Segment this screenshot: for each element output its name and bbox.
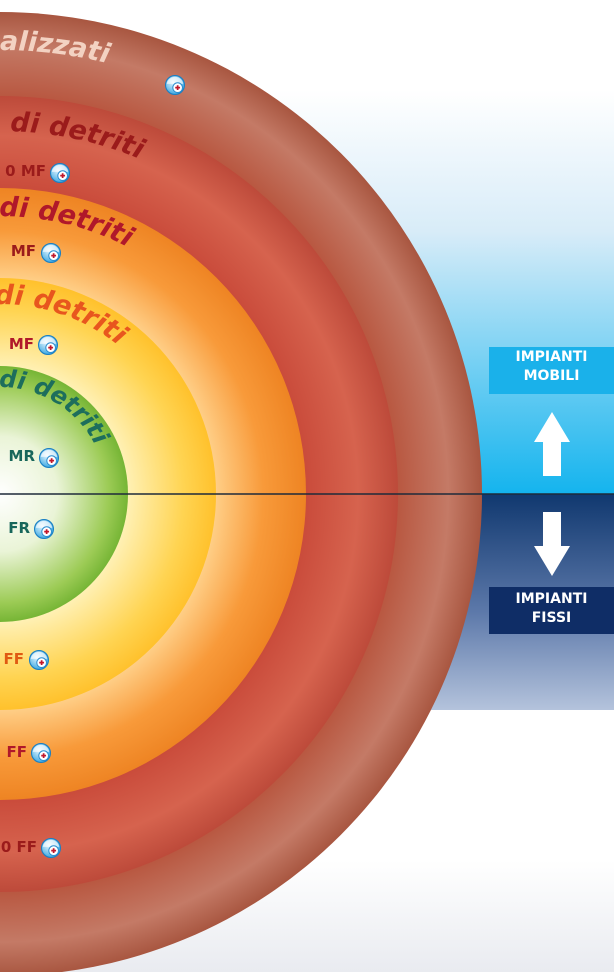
ring-3-bottom-item: FF (7, 743, 28, 761)
ring-1-plus-badge-icon[interactable] (164, 74, 186, 96)
ring-2-top-plus-badge-icon[interactable] (49, 162, 71, 184)
ring-3-bottom-plus-badge-icon[interactable] (30, 742, 52, 764)
impianti-fissi-label: IMPIANTI FISSI (489, 587, 614, 634)
ring-4-top-plus-badge-icon[interactable] (37, 334, 59, 356)
ring-3-top-plus-badge-icon[interactable] (40, 242, 62, 264)
ring-3-top-item: MF (11, 242, 36, 260)
fissi-label-box (489, 587, 614, 634)
ring-5-top-plus-badge-icon[interactable] (38, 447, 60, 469)
impianti-mobili-label: IMPIANTI MOBILI (489, 347, 614, 394)
mobili-label-box (489, 347, 614, 394)
fissi-line-2: FISSI (531, 610, 572, 626)
ring-5-bottom-item: FR (8, 519, 30, 537)
ring-4-bottom-plus-badge-icon[interactable] (28, 649, 50, 671)
ring-2-top-item: 0 MF (5, 162, 46, 180)
fissi-line-1: IMPIANTI (515, 591, 588, 607)
ring-5-top-item: MR (9, 447, 36, 465)
ring-2-bottom-item: 0 FF (1, 838, 37, 856)
arrow-down-icon (534, 512, 570, 576)
mobili-line-2: MOBILI (523, 368, 580, 384)
arrow-up-icon (534, 412, 570, 476)
ring-4-bottom-item: FF (4, 650, 25, 668)
ring-4-top-item: MF (9, 335, 34, 353)
ring-5-bottom-plus-badge-icon[interactable] (33, 518, 55, 540)
mobili-line-1: IMPIANTI (515, 349, 588, 365)
ring-2-bottom-plus-badge-icon[interactable] (40, 837, 62, 859)
